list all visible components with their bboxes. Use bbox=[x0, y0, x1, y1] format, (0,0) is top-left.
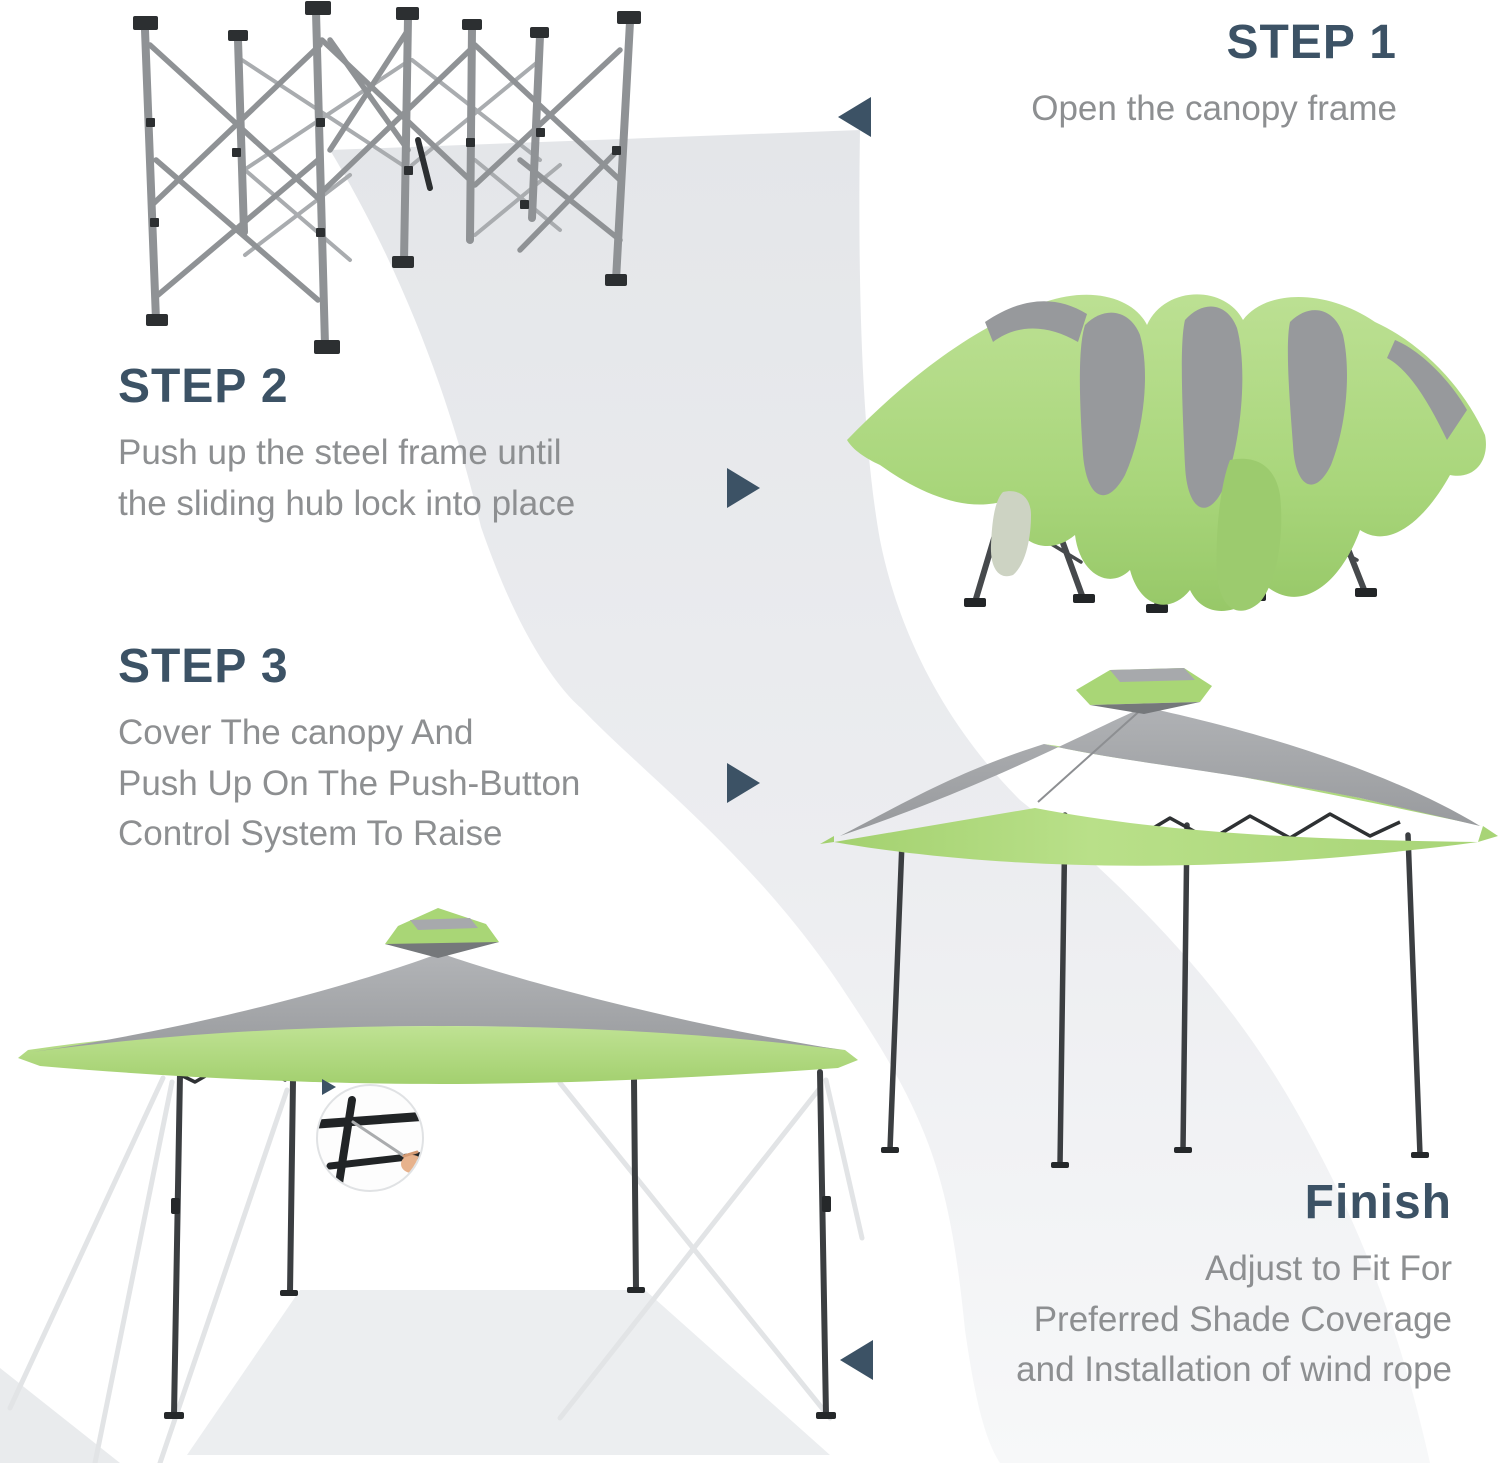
finish-title: Finish bbox=[1304, 1176, 1452, 1229]
ground-shadow-corner bbox=[0, 1368, 120, 1463]
canopy-top-gray bbox=[840, 707, 1480, 836]
step-2-arrow-right-icon bbox=[727, 468, 760, 508]
canopy-gray-folds bbox=[985, 301, 1467, 508]
step-3-title: STEP 3 bbox=[118, 640, 289, 693]
illustration-steel-frame-with-draped-canopy bbox=[847, 294, 1486, 613]
canopy-corner-seam bbox=[1037, 706, 1145, 803]
step-2-block: STEP 2 Push up the steel frame until the… bbox=[118, 360, 698, 529]
step-1-arrow-left-icon bbox=[838, 97, 871, 137]
draped-canopy-fabric bbox=[847, 294, 1486, 611]
finish-arrow-left-icon bbox=[840, 1340, 873, 1380]
illustration-folded-canopy-frame bbox=[133, 1, 641, 354]
pull-rope bbox=[351, 1120, 412, 1162]
frame-joints bbox=[133, 1, 641, 354]
tent-legs bbox=[171, 1069, 829, 1418]
finish-block: Finish Adjust to Fit For Preferred Shade… bbox=[892, 1176, 1452, 1396]
step-3-description: Cover The canopy And Push Up On The Push… bbox=[118, 713, 581, 854]
canopy-skirt-green bbox=[18, 1026, 858, 1084]
tent-feet bbox=[881, 1147, 1429, 1168]
frame-legs bbox=[141, 8, 634, 349]
illustration-raised-canopy-on-frame bbox=[820, 668, 1498, 1168]
canopy-center-drape bbox=[1216, 458, 1282, 611]
step-1-title: STEP 1 bbox=[1226, 16, 1397, 69]
inset-pointer-icon bbox=[322, 1079, 336, 1095]
canopy-cap bbox=[385, 908, 499, 958]
push-button-detail-inset bbox=[316, 1084, 424, 1192]
wind-ropes bbox=[7, 1075, 865, 1463]
step-1-description: Open the canopy frame bbox=[1031, 89, 1397, 129]
step-3-block: STEP 3 Cover The canopy And Push Up On T… bbox=[118, 640, 718, 860]
frame-release-handle bbox=[415, 137, 433, 191]
step-2-title: STEP 2 bbox=[118, 360, 289, 413]
canopy-cap bbox=[1076, 668, 1212, 714]
tent-feet bbox=[164, 1196, 836, 1419]
ground-shadow bbox=[187, 1290, 830, 1455]
tent-legs bbox=[887, 812, 1423, 1168]
canopy-side-pocket bbox=[990, 491, 1031, 577]
frame-back-struts bbox=[240, 58, 562, 262]
frame-scissor-struts bbox=[147, 27, 623, 303]
canopy-skirt-green bbox=[820, 744, 1498, 866]
step-3-arrow-right-icon bbox=[727, 763, 760, 803]
canopy-top-gray bbox=[32, 953, 842, 1052]
finish-description: Adjust to Fit For Preferred Shade Covera… bbox=[1016, 1249, 1452, 1390]
step-2-description: Push up the steel frame until the slidin… bbox=[118, 433, 576, 523]
illustration-finished-canopy-with-wind-ropes bbox=[0, 908, 865, 1463]
step-1-block: STEP 1 Open the canopy frame bbox=[877, 16, 1397, 135]
